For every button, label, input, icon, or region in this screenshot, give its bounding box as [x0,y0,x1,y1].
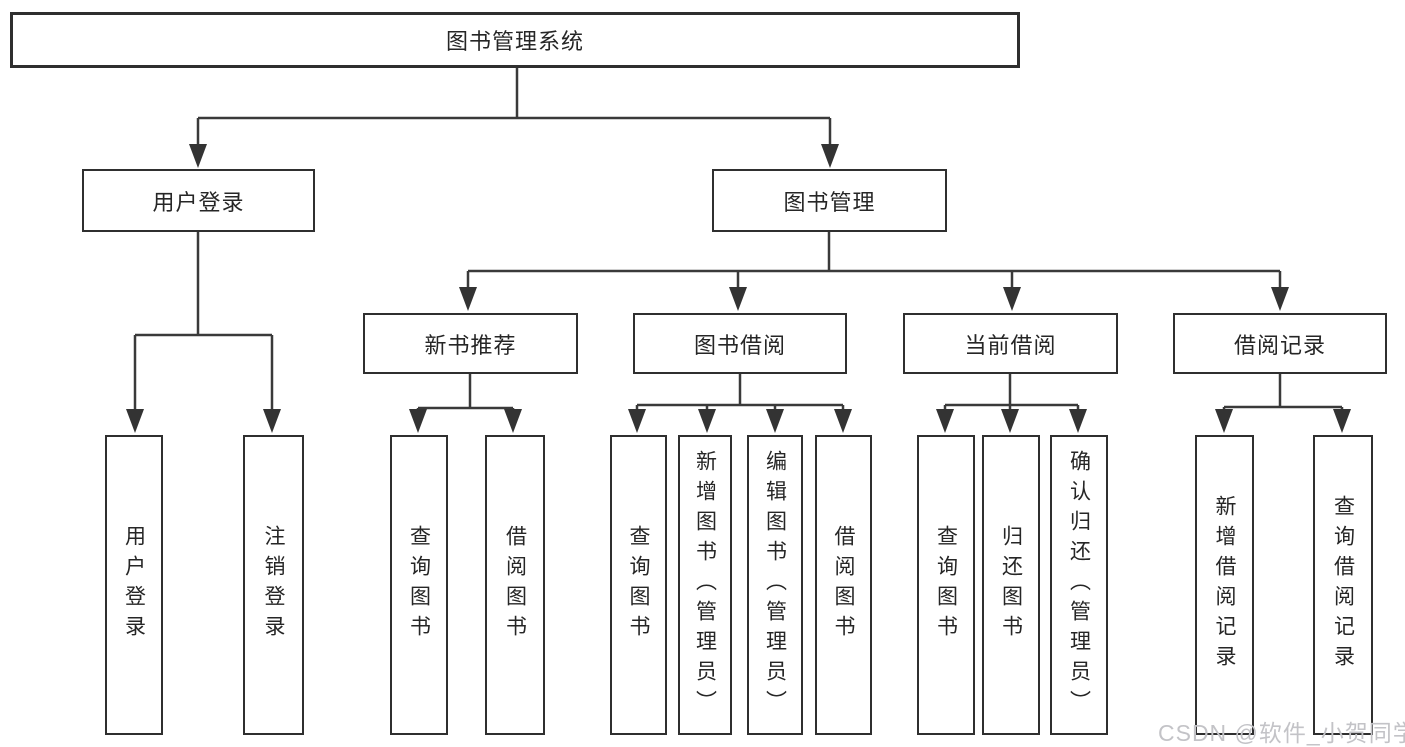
leaf-logout: 注销登录 [243,435,304,735]
leaf-confirm-return-admin: 确认归还（管理员） [1050,435,1108,735]
node-library-system: 图书管理系统 [10,12,1020,68]
node-user-login: 用户登录 [82,169,315,232]
leaf-add-borrow-record: 新增借阅记录 [1195,435,1254,735]
node-book-borrow: 图书借阅 [633,313,847,374]
leaf-query-borrow-record: 查询借阅记录 [1313,435,1373,735]
leaf-query-books-current: 查询图书 [917,435,975,735]
leaf-borrow-books-recommend: 借阅图书 [485,435,545,735]
node-book-management: 图书管理 [712,169,947,232]
leaf-query-books-borrow: 查询图书 [610,435,667,735]
node-borrow-records: 借阅记录 [1173,313,1387,374]
leaf-return-books: 归还图书 [982,435,1040,735]
leaf-add-books-admin: 新增图书（管理员） [678,435,732,735]
node-new-book-recommend: 新书推荐 [363,313,578,374]
leaf-user-login: 用户登录 [105,435,163,735]
csdn-watermark: CSDN @软件_小贺同学 [1158,720,1405,746]
leaf-borrow-books: 借阅图书 [815,435,872,735]
leaf-edit-books-admin: 编辑图书（管理员） [747,435,803,735]
node-current-borrow: 当前借阅 [903,313,1118,374]
leaf-query-books-recommend: 查询图书 [390,435,448,735]
